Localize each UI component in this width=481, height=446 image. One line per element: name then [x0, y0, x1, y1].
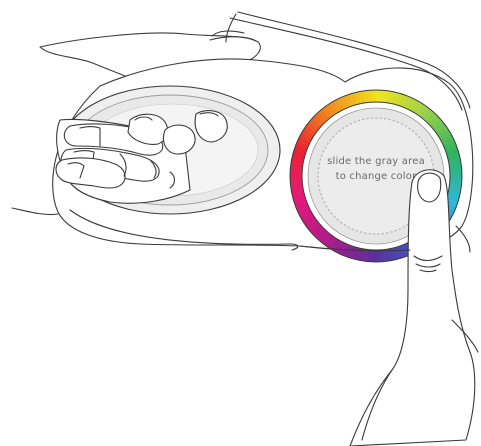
- color-ring-segment[interactable]: [376, 250, 381, 262]
- instruction-line-1: slide the gray area: [327, 156, 425, 167]
- color-ring-segment[interactable]: [290, 176, 302, 181]
- color-ring-segment[interactable]: [450, 171, 462, 176]
- instruction-line-2: to change color: [336, 171, 418, 182]
- color-ring-segment[interactable]: [371, 90, 376, 102]
